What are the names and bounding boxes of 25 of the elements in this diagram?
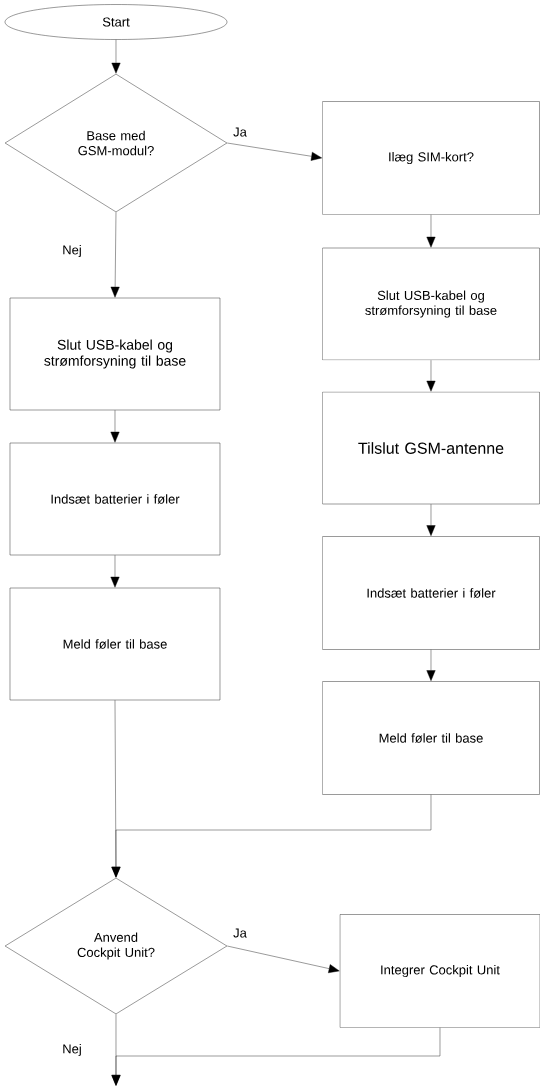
process-box: Meld føler til base — [9, 587, 221, 701]
arrow — [110, 555, 120, 588]
process-box: Slut USB-kabel og strømforsyning til base — [322, 247, 540, 361]
arrow — [426, 360, 436, 392]
arrow — [227, 142, 322, 161]
arrow — [111, 39, 121, 74]
process-box: Indsæt batterier i føler — [322, 536, 540, 650]
arrow — [426, 214, 436, 248]
arrow — [227, 945, 340, 974]
arrow — [426, 649, 436, 681]
process-box: Meld føler til base — [322, 681, 540, 795]
process-box: Ilæg SIM-kort? — [322, 101, 540, 215]
edge-label: Ja — [232, 126, 248, 138]
process-box: Integrer Cockpit Unit — [339, 914, 540, 1028]
edge-label: Ja — [232, 927, 248, 939]
edge-label: Nej — [61, 1042, 83, 1058]
arrow — [110, 212, 120, 298]
arrow — [111, 1027, 441, 1086]
arrow — [111, 794, 432, 878]
edge-label: Nej — [61, 243, 83, 259]
process-box: Slut USB-kabel og strømforsyning til base — [9, 297, 221, 411]
arrow — [426, 504, 436, 536]
process-box: Tilslut GSM-antenne — [322, 391, 540, 505]
arrow — [110, 410, 120, 443]
process-box: Indsæt batterier i føler — [9, 442, 221, 556]
